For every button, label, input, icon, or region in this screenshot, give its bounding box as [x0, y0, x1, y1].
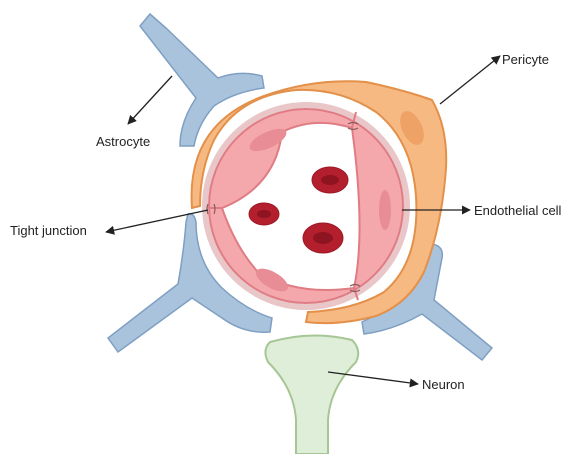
pericyte-arrow	[440, 56, 500, 104]
red-blood-cell-center	[313, 232, 333, 244]
pericyte-label: Pericyte	[502, 52, 549, 67]
tight-junction-label: Tight junction	[10, 223, 87, 238]
neuron-label: Neuron	[422, 377, 465, 392]
neuron	[265, 335, 358, 454]
red-blood-cell-center	[321, 175, 339, 185]
endothelial-cell-label: Endothelial cell	[474, 203, 562, 218]
red-blood-cell-center	[257, 210, 271, 218]
astrocyte-label: Astrocyte	[96, 134, 150, 149]
astrocyte-arrow	[128, 76, 172, 124]
endothelial-nucleus-right	[379, 190, 391, 230]
endothelial-cells	[209, 109, 403, 303]
